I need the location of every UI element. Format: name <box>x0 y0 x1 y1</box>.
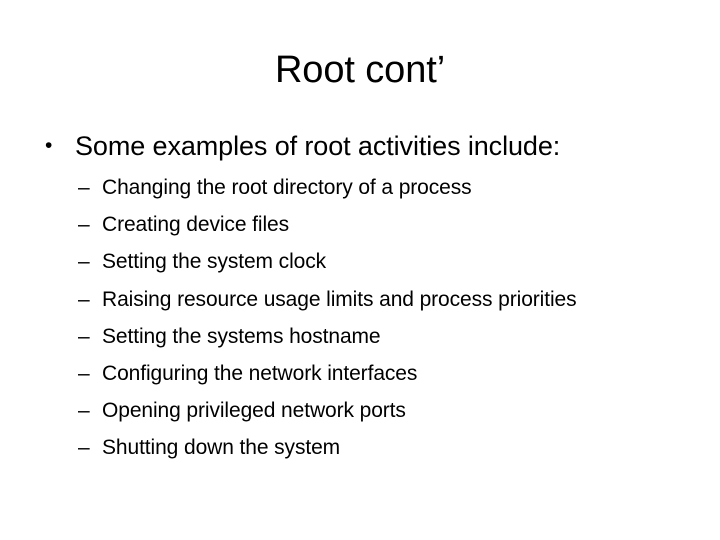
list-item-text: Shutting down the system <box>102 436 341 460</box>
bullet-sublist: – Changing the root directory of a proce… <box>0 169 720 467</box>
bullet-level1: • Some examples of root activities inclu… <box>0 128 720 164</box>
slide-title: Root cont’ <box>274 49 446 91</box>
list-item: – Shutting down the system <box>0 429 720 466</box>
list-item: – Configuring the network interfaces <box>0 355 720 392</box>
list-item: – Creating device files <box>0 206 720 243</box>
bullet-level1-text: Some examples of root activities include… <box>75 131 561 161</box>
dash-icon: – <box>78 213 90 237</box>
list-item-text: Configuring the network interfaces <box>102 362 418 386</box>
dash-icon: – <box>78 399 90 423</box>
list-item: – Changing the root directory of a proce… <box>0 169 720 206</box>
list-item: – Raising resource usage limits and proc… <box>0 281 720 318</box>
dash-icon: – <box>78 362 90 386</box>
dash-icon: – <box>78 287 90 311</box>
list-item-text: Setting the system clock <box>102 250 327 274</box>
dash-icon: – <box>78 436 90 460</box>
list-item: – Setting the systems hostname <box>0 318 720 355</box>
list-item-text: Opening privileged network ports <box>102 399 406 423</box>
dash-icon: – <box>78 176 90 199</box>
bullet-dot-icon: • <box>45 134 53 157</box>
list-item-text: Changing the root directory of a process <box>102 176 472 199</box>
list-item-text: Setting the systems hostname <box>102 324 381 348</box>
dash-icon: – <box>78 324 90 348</box>
list-item: – Opening privileged network ports <box>0 392 720 429</box>
list-item-text: Creating device files <box>102 213 289 237</box>
list-item-text: Raising resource usage limits and proces… <box>102 287 577 311</box>
slide-body-placeholder: • Some examples of root activities inclu… <box>0 128 720 467</box>
list-item: – Setting the system clock <box>0 243 720 280</box>
dash-icon: – <box>78 250 90 274</box>
